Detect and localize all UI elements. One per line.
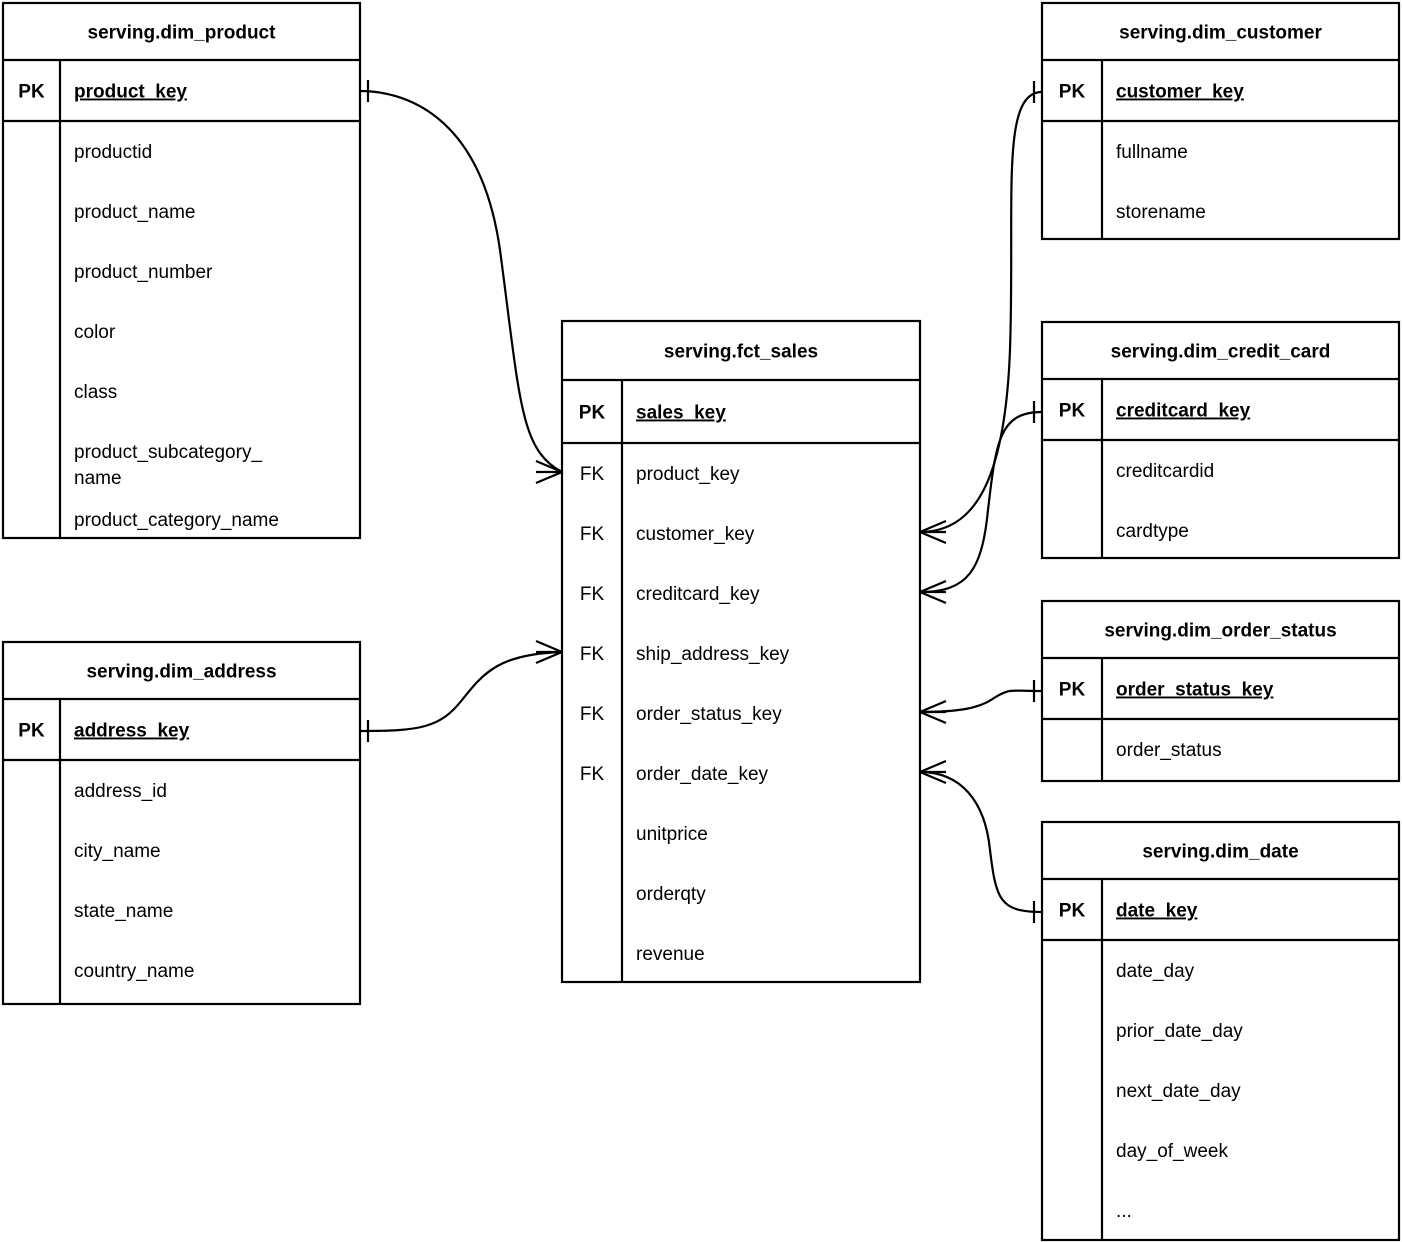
relationship-line [359,89,563,473]
relationship-rel-sales-order-status [919,680,1043,725]
relationship-rel-product-sales [359,80,563,485]
relationship-line [919,410,1043,594]
entity-title: serving.dim_order_status [1104,621,1336,642]
pk-tag: PK [1059,680,1086,701]
field-name: country_name [74,961,194,982]
cardinality-many-marker [535,459,563,485]
fk-field-name: creditcard_key [636,584,760,605]
pk-tag: PK [18,82,45,103]
relationship-line [919,689,1043,714]
field-name: product_number [74,262,213,283]
pk-field-name: product_key [74,82,187,103]
relationships-layer [359,80,1043,923]
field-name: ... [1116,1201,1132,1222]
pk-tag: PK [1059,901,1086,922]
field-name: prior_date_day [1116,1021,1243,1042]
cardinality-many-marker [919,699,947,725]
pk-field-name: date_key [1116,901,1198,922]
entity-title: serving.dim_date [1142,842,1298,863]
pk-tag: PK [18,721,45,742]
field-name: revenue [636,944,705,965]
fk-field-name: order_date_key [636,764,769,785]
entity-box[interactable] [1,640,362,1006]
fk-field-name: ship_address_key [636,644,790,665]
pk-field-name: address_key [74,721,190,742]
relationship-line [919,770,1043,914]
relationship-line [359,650,563,733]
entity-title: serving.dim_address [86,662,276,683]
field-name: date_day [1116,961,1195,982]
pk-tag: PK [1059,401,1086,422]
field-name: address_id [74,781,167,802]
entity-title: serving.dim_customer [1119,23,1322,44]
field-name: creditcardid [1116,461,1214,482]
relationship-rel-address-sales [359,639,563,742]
cardinality-many-marker [919,759,947,785]
pk-field-name: creditcard_key [1116,401,1251,422]
fk-tag: FK [580,644,605,665]
field-name: next_date_day [1116,1081,1241,1102]
field-name: unitprice [636,824,708,845]
relationship-line [919,90,1043,534]
pk-field-name: sales_key [636,403,726,424]
entity-box[interactable] [1,1,362,540]
field-name: storename [1116,202,1206,223]
cardinality-many-marker [919,579,947,605]
relationship-rel-sales-customer [919,81,1043,545]
pk-tag: PK [579,403,606,424]
field-name: product_category_name [74,510,279,531]
entity-title: serving.dim_product [88,23,277,44]
fk-tag: FK [580,464,605,485]
fk-tag: FK [580,524,605,545]
relationship-rel-sales-credit-card [919,401,1043,605]
fk-tag: FK [580,584,605,605]
field-name: class [74,382,117,403]
field-name: name [74,468,122,489]
field-name: color [74,322,116,343]
field-name: orderqty [636,884,706,905]
field-name: product_subcategory_ [74,442,262,463]
entity-title: serving.dim_credit_card [1111,342,1331,363]
fk-field-name: order_status_key [636,704,782,725]
field-name: cardtype [1116,521,1189,542]
cardinality-many-marker [535,639,563,665]
pk-field-name: customer_key [1116,82,1244,103]
field-name: productid [74,142,152,163]
field-name: state_name [74,901,173,922]
field-name: order_status [1116,740,1222,761]
entity-title: serving.fct_sales [664,342,818,363]
relationship-rel-sales-date [919,759,1043,923]
fk-tag: FK [580,764,605,785]
fk-field-name: product_key [636,464,740,485]
pk-field-name: order_status_key [1116,680,1274,701]
cardinality-many-marker [919,519,947,545]
field-name: product_name [74,202,195,223]
fk-tag: FK [580,704,605,725]
field-name: city_name [74,841,161,862]
field-name: fullname [1116,142,1188,163]
fk-field-name: customer_key [636,524,755,545]
field-name: day_of_week [1116,1141,1228,1162]
pk-tag: PK [1059,82,1086,103]
